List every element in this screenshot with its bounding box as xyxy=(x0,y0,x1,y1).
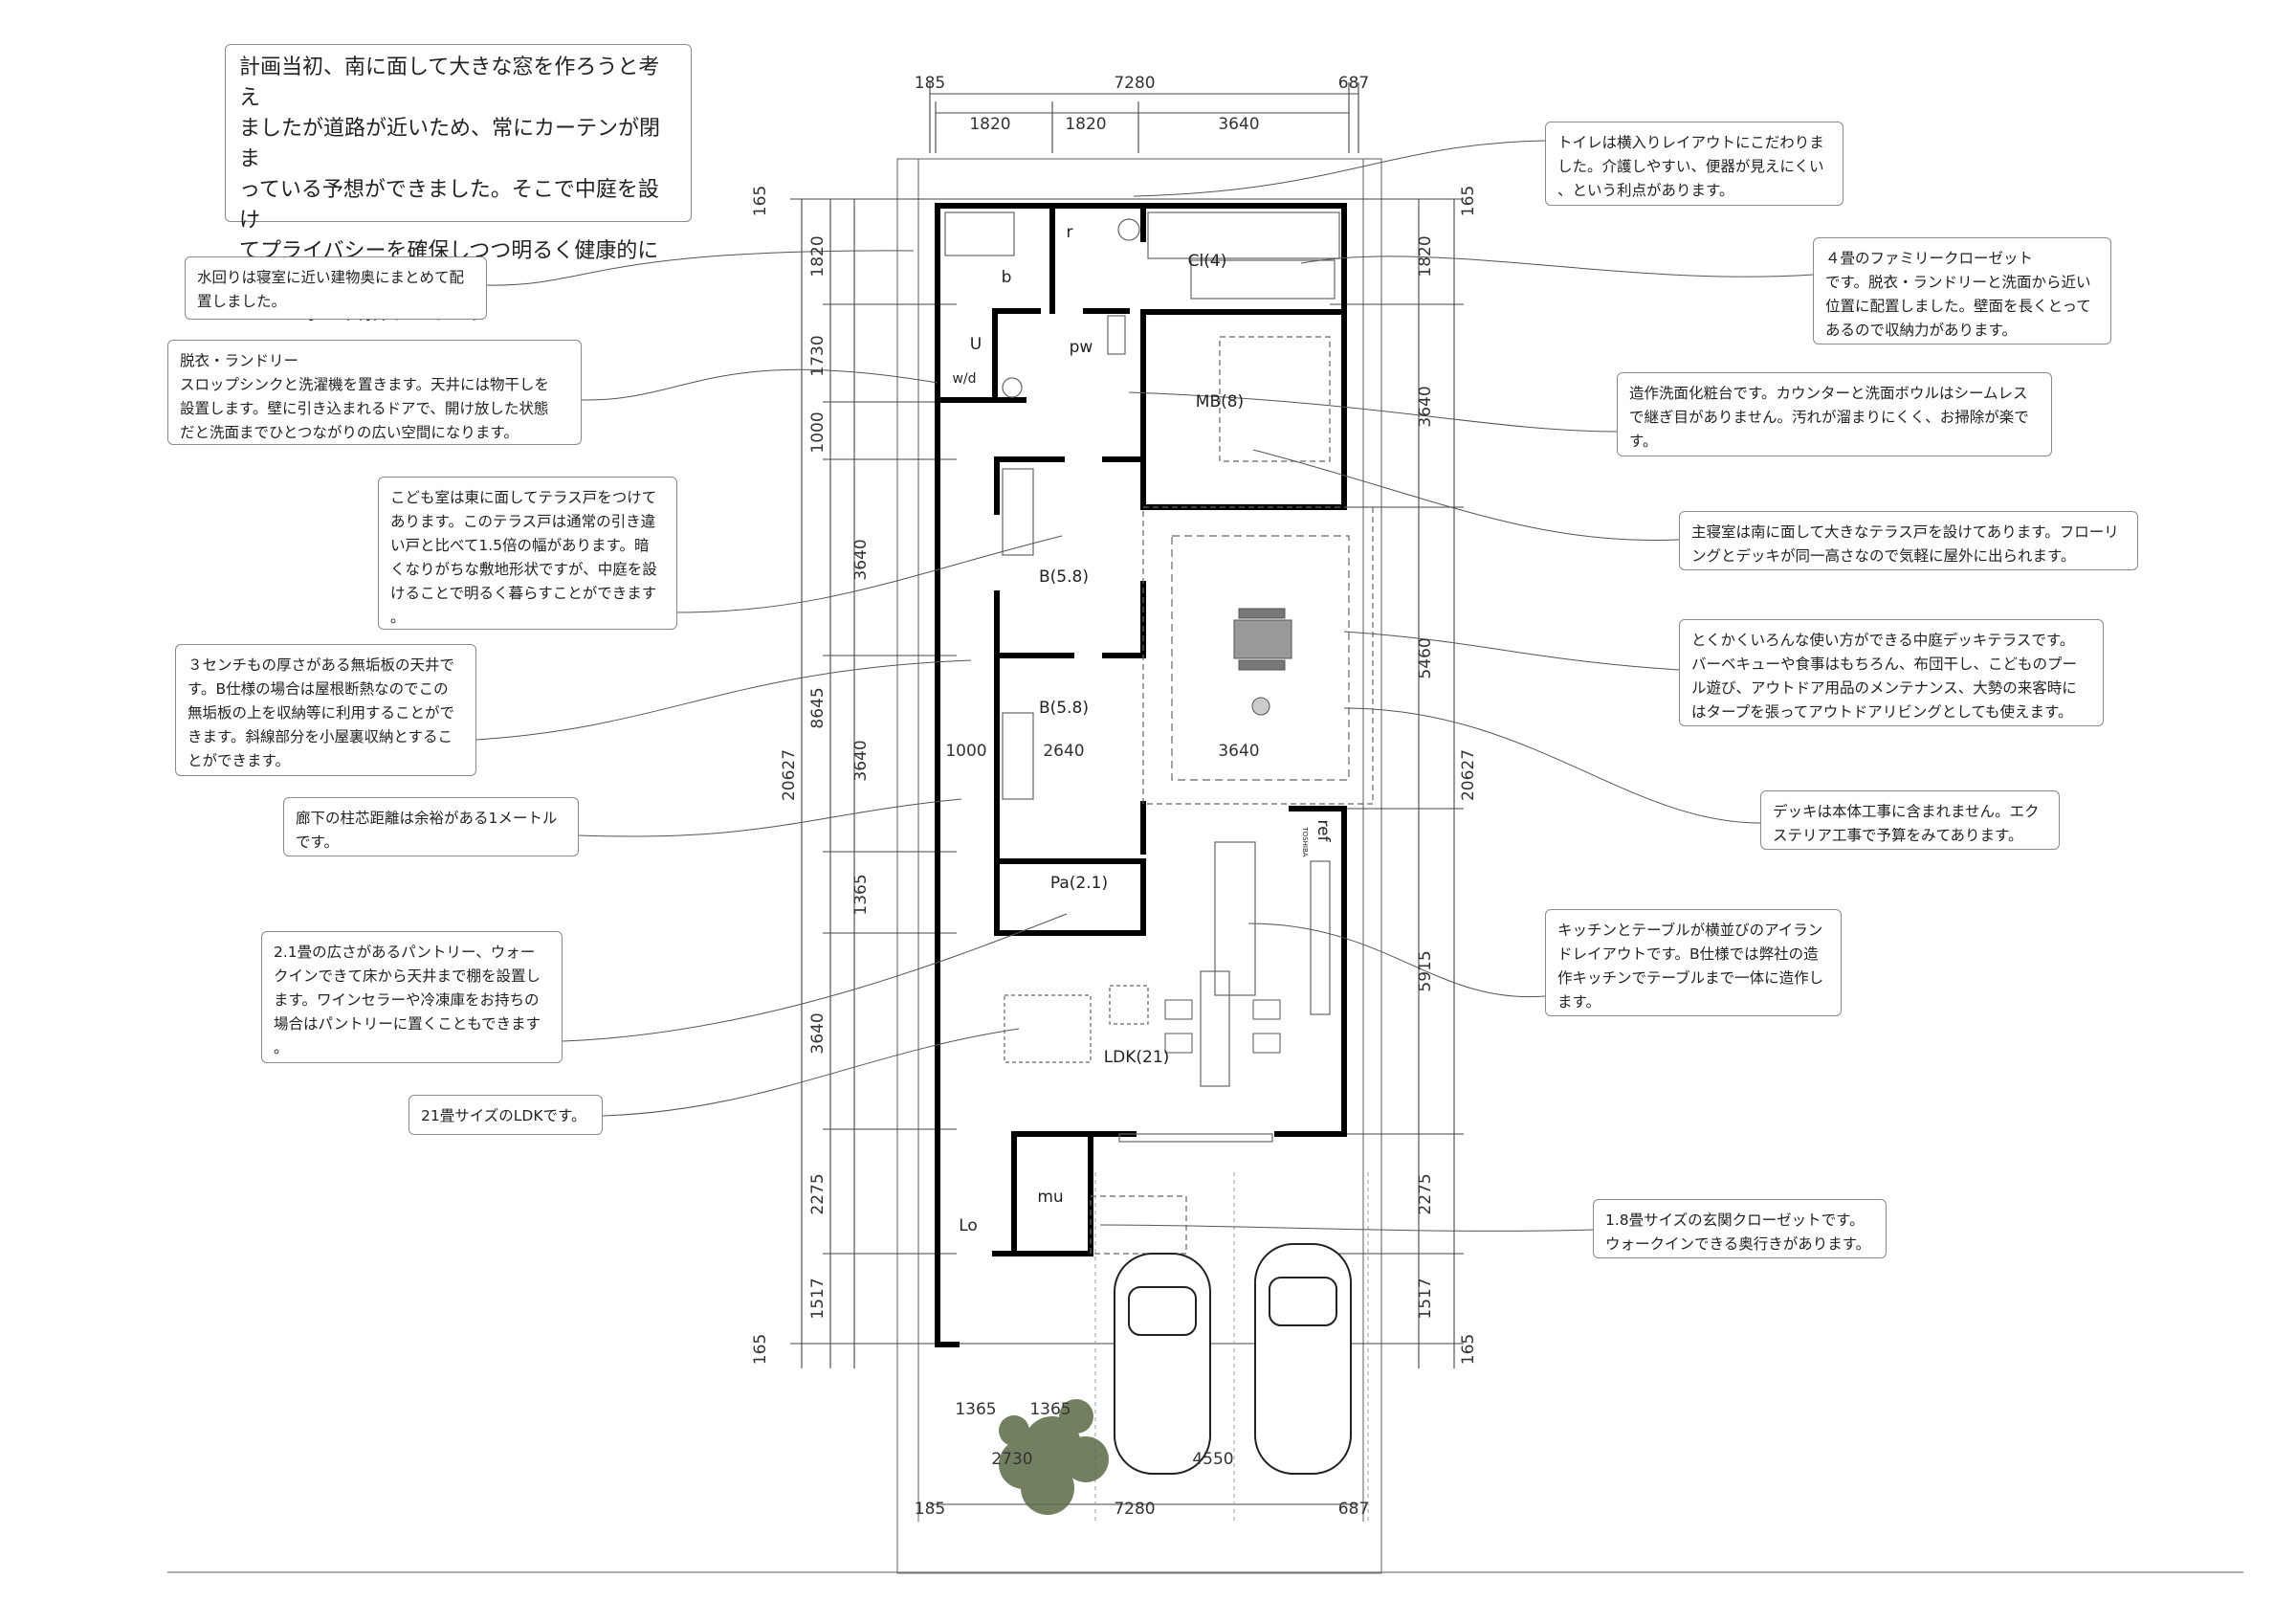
fridge-brand-label: TOSHIBA xyxy=(1301,826,1309,856)
dim-bottom-7280: 7280 xyxy=(1114,1500,1155,1519)
room-bath-label: b xyxy=(1002,268,1012,287)
note-closet: ４畳のファミリークローゼット です。脱衣・ランドリーと洗面から近い 位置に配置し… xyxy=(1813,237,2111,345)
tree-icon xyxy=(999,1399,1109,1515)
dim-bottom-185: 185 xyxy=(915,1500,945,1519)
dim-bottom-687: 687 xyxy=(1338,1500,1369,1519)
dim-approach-3: 2730 xyxy=(991,1450,1032,1469)
dim-left-inner2-1: 3640 xyxy=(851,539,871,580)
dim-right-inner-1: 1820 xyxy=(1416,235,1435,277)
fridge-label: ref xyxy=(1314,819,1333,842)
room-pantry-label: Pa(2.1) xyxy=(1050,874,1108,893)
dim-approach-4: 4550 xyxy=(1192,1450,1233,1469)
dim-left-inner-2: 1730 xyxy=(808,335,828,376)
dim-right-inner-6: 1517 xyxy=(1416,1278,1435,1319)
dim-left-165-top: 165 xyxy=(751,186,770,216)
dim-interior-3640: 3640 xyxy=(1218,742,1259,761)
note-kitchen: キッチンとテーブルが横並びのアイラン ドレイアウトです。B仕様では弊社の造 作キ… xyxy=(1545,909,1842,1016)
dim-top-7280: 7280 xyxy=(1114,74,1155,93)
dim-right-inner-2: 3640 xyxy=(1416,386,1435,427)
note-deck: とくかくいろんな使い方ができる中庭デッキテラスです。 バーベキューや食事はもちろ… xyxy=(1679,619,2104,726)
room-laundry-label: U xyxy=(970,335,982,354)
dim-left-inner2-2: 3640 xyxy=(851,740,871,781)
note-deck-cost: デッキは本体工事に含まれません。エク ステリア工事で予算をみてあります。 xyxy=(1760,790,2060,850)
dim-top-sub-1: 1820 xyxy=(969,115,1010,134)
dim-left-inner2-3: 1365 xyxy=(851,874,871,915)
room-entry-storage-label: mu xyxy=(1037,1188,1063,1207)
dim-top-185: 185 xyxy=(915,74,945,93)
note-pantry: 2.1畳の広さがあるパントリー、ウォー クインできて床から天井まで棚を設置し ま… xyxy=(261,931,563,1063)
note-master: 主寝室は南に面して大きなテラス戸を設けてあります。フローリ ングとデッキが同一高… xyxy=(1679,511,2138,570)
note-ceiling: ３センチもの厚さがある無垢板の天井で す。B仕様の場合は屋根断熱なのでこの 無垢… xyxy=(175,644,476,776)
dim-interior-1000: 1000 xyxy=(945,742,986,761)
dim-left-inner2-5: 2275 xyxy=(808,1173,828,1214)
room-toilet-label: r xyxy=(1067,223,1073,242)
room-master-label: MB(8) xyxy=(1196,392,1244,411)
dim-top-687: 687 xyxy=(1338,74,1369,93)
note-water: 水回りは寝室に近い建物奥にまとめて配 置しました。 xyxy=(185,256,487,320)
dim-left-total: 20627 xyxy=(780,749,799,801)
dim-left-165-bottom: 165 xyxy=(751,1334,770,1365)
dim-left-inner-3: 1000 xyxy=(808,411,828,453)
dim-approach-1: 1365 xyxy=(955,1400,996,1419)
room-washer-label: w/d xyxy=(952,371,976,387)
room-entry-label: Lo xyxy=(959,1216,978,1235)
room-powder-label: pw xyxy=(1070,338,1093,357)
note-corridor: 廊下の柱芯距離は余裕がある1メートル です。 xyxy=(283,797,579,856)
note-vanity: 造作洗面化粧台です。カウンターと洗面ボウルはシームレス で継ぎ目がありません。汚… xyxy=(1617,372,2052,456)
dim-right-inner-5: 2275 xyxy=(1416,1173,1435,1214)
dim-left-inner-1: 1820 xyxy=(808,235,828,277)
dim-right-inner-4: 5915 xyxy=(1416,950,1435,991)
room-kids1-label: B(5.8) xyxy=(1039,567,1089,587)
intro-description: 計画当初、南に面して大きな窓を作ろうと考え ましたが道路が近いため、常にカーテン… xyxy=(225,44,692,324)
room-closet-label: Cl(4) xyxy=(1188,252,1227,271)
note-toilet: トイレは横入りレイアウトにこだわりま した。介護しやすい、便器が見えにくい 、と… xyxy=(1545,122,1843,206)
note-laundry: 脱衣・ランドリー スロップシンクと洗濯機を置きます。天井には物干しを 設置します… xyxy=(167,340,582,445)
dim-top-sub-3: 3640 xyxy=(1218,115,1259,134)
note-ldk: 21畳サイズのLDKです。 xyxy=(408,1095,603,1135)
dim-interior-2640: 2640 xyxy=(1043,742,1084,761)
dim-right-165-top: 165 xyxy=(1459,186,1478,216)
note-entrance-closet: 1.8畳サイズの玄関クローゼットです。 ウォークインできる奥行きがあります。 xyxy=(1593,1199,1887,1258)
dim-right-total: 20627 xyxy=(1459,749,1478,801)
dim-approach-2: 1365 xyxy=(1029,1400,1071,1419)
dim-left-inner2-6: 1517 xyxy=(808,1278,828,1319)
room-ldk-label: LDK(21) xyxy=(1104,1048,1170,1067)
dim-right-inner-3: 5460 xyxy=(1416,637,1435,678)
note-kids-room: こども室は東に面してテラス戸をつけて あります。このテラス戸は通常の引き違 い戸… xyxy=(378,477,677,630)
room-kids2-label: B(5.8) xyxy=(1039,699,1089,718)
dim-top-sub-2: 1820 xyxy=(1065,115,1106,134)
dim-right-165-bottom: 165 xyxy=(1459,1334,1478,1365)
dim-left-inner2-4: 3640 xyxy=(808,1012,828,1054)
dim-left-mid: 8645 xyxy=(808,687,828,728)
